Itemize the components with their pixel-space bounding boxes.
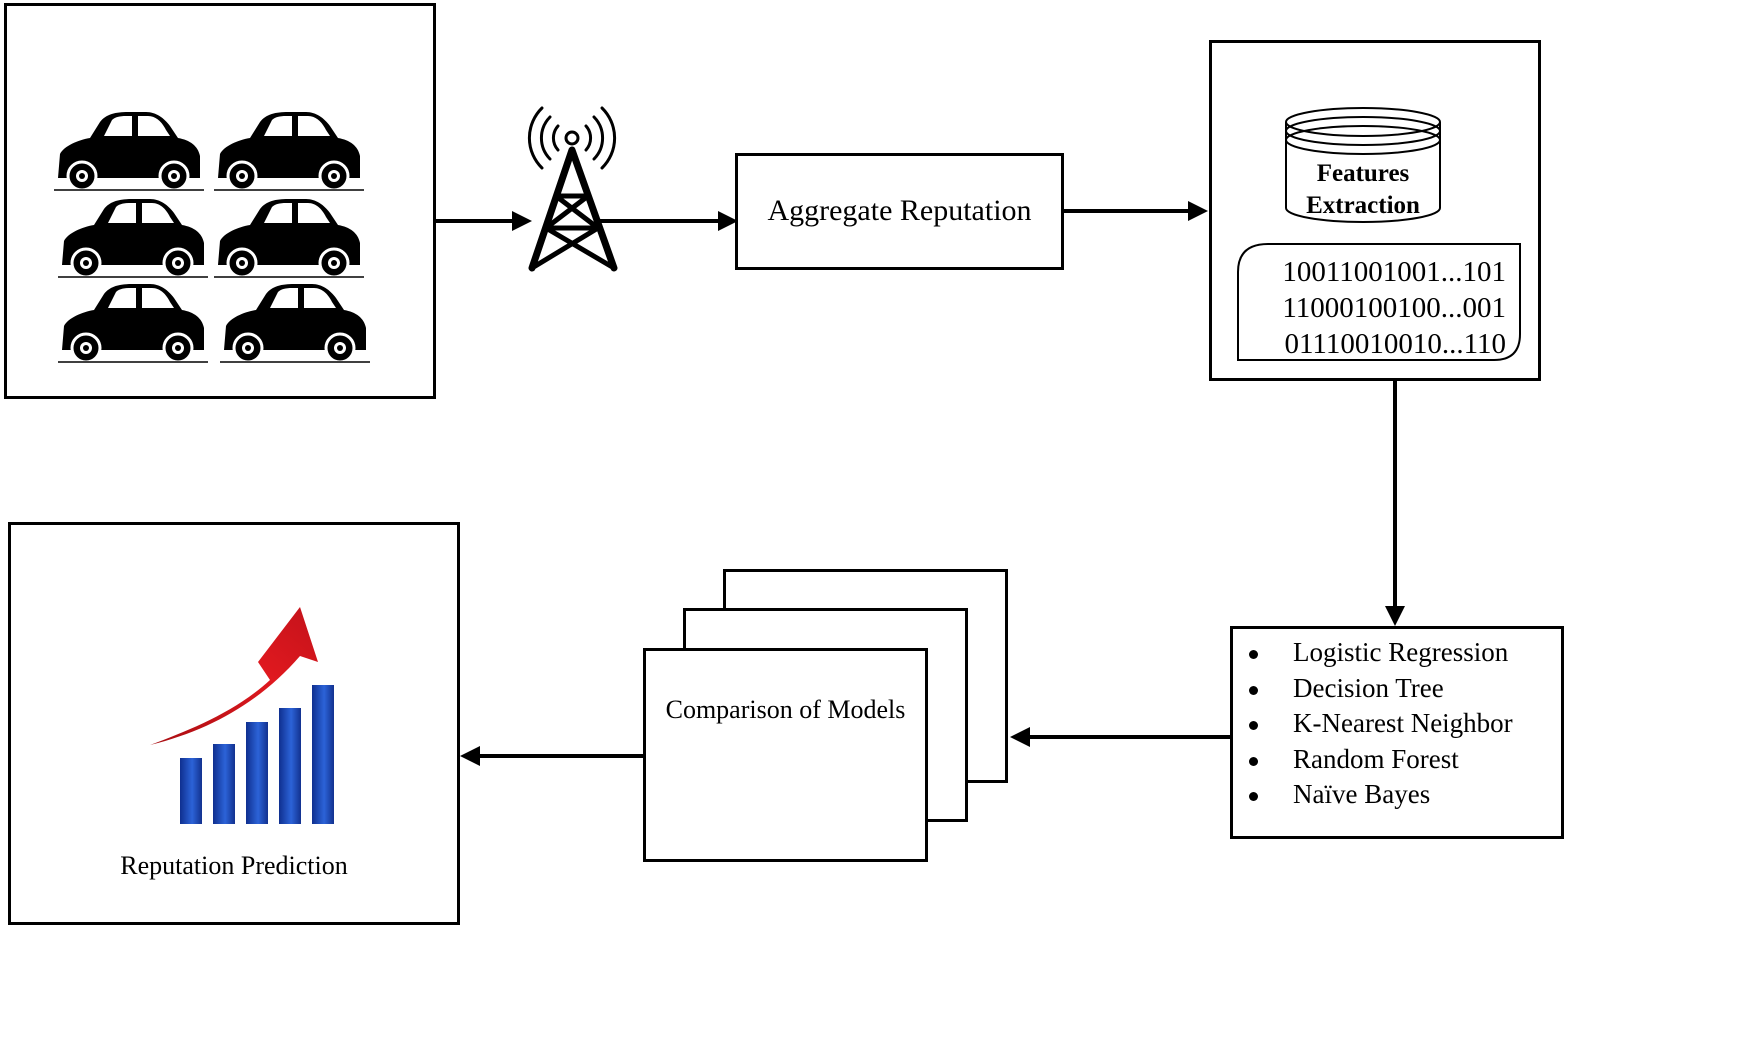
aggregate-reputation-box: Aggregate Reputation bbox=[735, 153, 1064, 270]
binary-row: 01110010010...110 bbox=[1284, 328, 1506, 360]
connector-arrows bbox=[436, 201, 1405, 766]
aggregate-reputation-label: Aggregate Reputation bbox=[767, 194, 1032, 227]
model-item-k-nearest-neighbor: K-Nearest Neighbor bbox=[1233, 706, 1513, 742]
binary-rows: 10011001001...101 11000100100...001 0111… bbox=[1250, 254, 1506, 362]
car-icon bbox=[212, 197, 366, 279]
features-title-line2: Extraction bbox=[1306, 192, 1420, 219]
growth-chart-icon bbox=[150, 607, 334, 824]
comparison-models-label: Comparison of Models bbox=[665, 695, 906, 724]
comparison-models-box: Comparison of Models bbox=[643, 648, 928, 862]
database-cylinder-icon bbox=[1285, 107, 1441, 223]
reputation-prediction-label: Reputation Prediction bbox=[120, 851, 348, 880]
binary-row: 11000100100...001 bbox=[1282, 292, 1506, 324]
car-icon bbox=[56, 197, 210, 279]
models-box: Logistic Regression Decision Tree K-Near… bbox=[1230, 626, 1564, 839]
model-item-logistic-regression: Logistic Regression bbox=[1233, 635, 1513, 671]
binary-row: 10011001001...101 bbox=[1282, 256, 1506, 288]
features-title-line1: Features bbox=[1316, 160, 1410, 187]
radio-tower-icon bbox=[527, 106, 618, 272]
car-icon bbox=[218, 282, 372, 364]
car-icon bbox=[52, 110, 206, 192]
reputation-prediction-box: Reputation Prediction bbox=[8, 522, 460, 925]
model-item-decision-tree: Decision Tree bbox=[1233, 671, 1513, 707]
binary-data-bubble bbox=[1237, 243, 1521, 361]
car-icon bbox=[56, 282, 210, 364]
model-item-naive-bayes: Naïve Bayes bbox=[1233, 777, 1513, 813]
model-item-random-forest: Random Forest bbox=[1233, 742, 1513, 778]
car-icon bbox=[212, 110, 366, 192]
models-list: Logistic Regression Decision Tree K-Near… bbox=[1233, 635, 1513, 813]
